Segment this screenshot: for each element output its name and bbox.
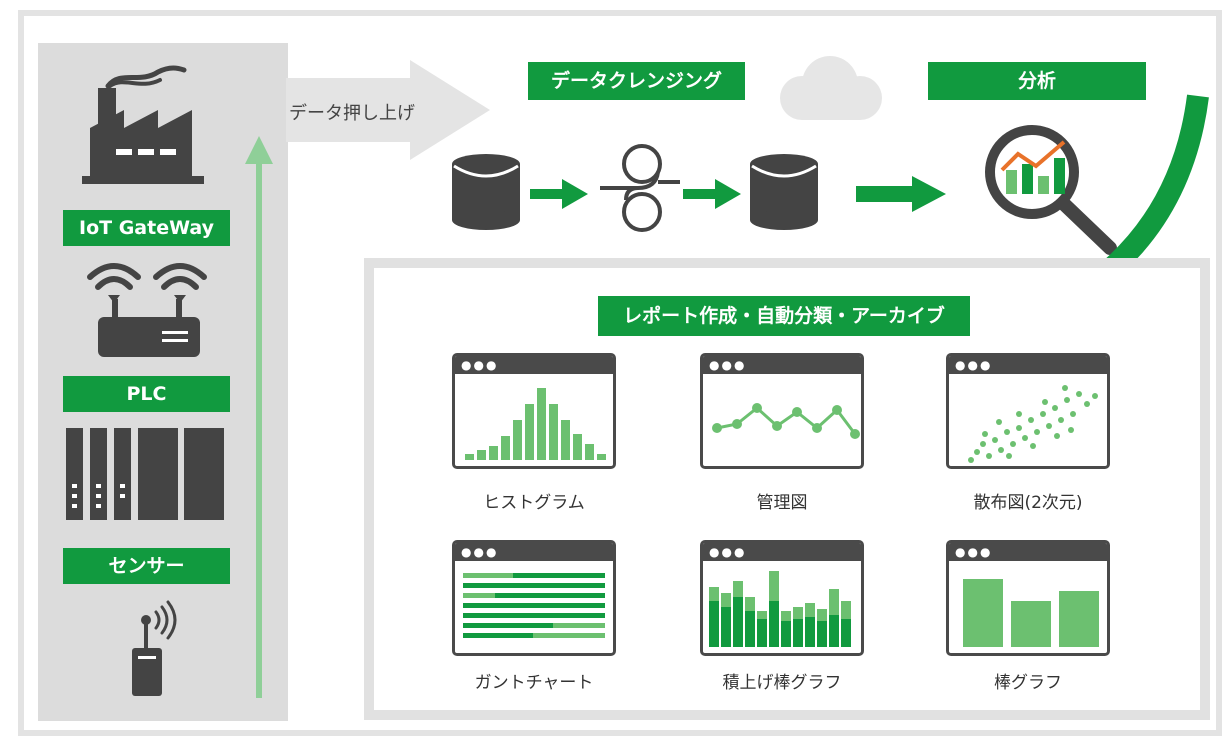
window-titlebar: ●●● xyxy=(455,543,613,561)
chart-caption: ヒストグラム xyxy=(483,493,585,513)
chart-caption: 管理図 xyxy=(756,493,808,513)
window-titlebar: ●●● xyxy=(703,543,861,561)
gantt-window: ●●● xyxy=(452,540,616,656)
flow-arrow xyxy=(683,179,741,209)
histogram-window: ●●● xyxy=(452,353,616,469)
window-titlebar: ●●● xyxy=(455,356,613,374)
analysis-label: 分析 xyxy=(928,62,1146,100)
flow-arrow xyxy=(530,179,588,209)
gateway-label: IoT GateWay xyxy=(63,210,230,246)
report-title: レポート作成・自動分類・アーカイブ xyxy=(598,296,970,336)
push-arrow xyxy=(286,60,490,160)
factory-icon xyxy=(82,65,204,184)
scatter-window: ●●● xyxy=(946,353,1110,469)
sensor-icon xyxy=(132,600,177,696)
push-label: データ押し上げ xyxy=(289,103,415,124)
bar-chart-window: ●●● xyxy=(946,540,1110,656)
chart-caption: 散布図(2次元) xyxy=(973,493,1083,513)
control-chart-window: ●●● xyxy=(700,353,864,469)
window-titlebar: ●●● xyxy=(949,356,1107,374)
plc-icon xyxy=(66,428,224,520)
flow-arrow xyxy=(856,176,946,212)
chart-caption: 棒グラフ xyxy=(994,673,1062,693)
filter-icon xyxy=(600,144,680,232)
cloud-icon xyxy=(780,56,882,120)
plc-label: PLC xyxy=(63,376,230,412)
window-titlebar: ●●● xyxy=(949,543,1107,561)
upward-arrow xyxy=(245,136,273,698)
sensor-label: センサー xyxy=(63,548,230,584)
window-titlebar: ●●● xyxy=(703,356,861,374)
chart-caption: ガントチャート xyxy=(474,673,594,693)
database-icon xyxy=(750,154,818,230)
chart-caption: 積上げ棒グラフ xyxy=(722,673,842,693)
cleansing-label: データクレンジング xyxy=(528,62,745,100)
stacked-bar-window: ●●● xyxy=(700,540,864,656)
router-icon xyxy=(87,263,207,357)
magnifier-icon xyxy=(985,125,1117,255)
database-icon xyxy=(452,154,520,230)
